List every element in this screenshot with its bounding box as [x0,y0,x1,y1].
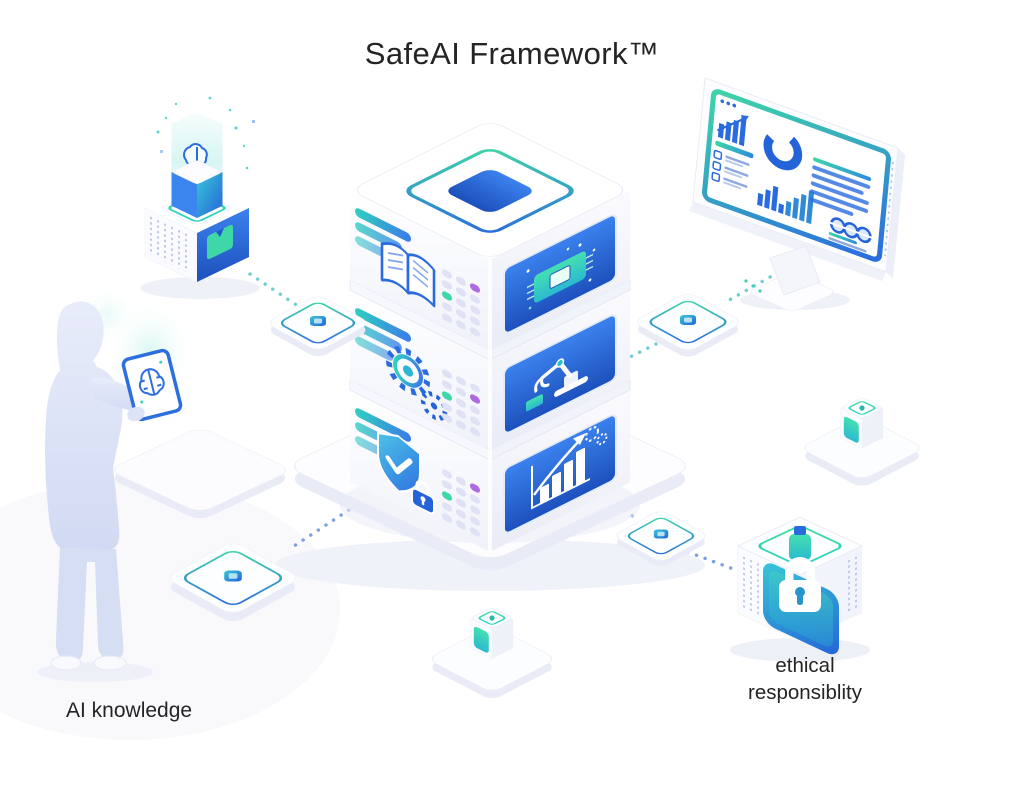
chip-tile-icon [653,529,669,539]
padlock-icon [779,526,821,612]
gear-badge-icon [828,217,872,253]
mini-cube-icon [839,396,885,450]
dotted-connector [686,550,738,572]
text-lines-icon [809,157,872,216]
tower-top-plate [356,123,624,257]
data-cube-icon [171,160,223,218]
monitor-stand [750,245,834,311]
person-figure [45,285,196,671]
analytics-monitor-node [689,77,905,311]
open-book-icon [355,208,480,338]
tablet-icon [121,348,183,422]
window-dots-icon [720,99,737,108]
dotted-connector [608,342,658,369]
ai-chip-icon [503,214,617,334]
blue-plate-icon [406,149,574,233]
shield-check-lock-icon [355,408,480,538]
knowledge-cube-node [144,96,255,283]
chip-tile-icon [224,570,242,582]
connector-tile [170,543,296,622]
dashboard-screen [702,89,891,262]
label-ethical-responsibility: ethical responsiblity [695,652,915,706]
dotted-connector [248,272,300,308]
hologram-sparkles [156,96,249,170]
chip-tile-icon [310,316,326,326]
tower-tier-2 [350,290,630,450]
ethical-line-2: responsiblity [748,681,862,704]
tower-tier-3 [350,390,630,552]
robot-arm-icon [503,314,617,434]
connector-tile [616,511,706,567]
connector-tile [637,294,739,357]
connector-tile [270,296,366,357]
person-silhouette [45,301,123,549]
label-ai-knowledge: AI knowledge [66,699,193,722]
growth-chart-icon [503,414,617,534]
page-title: SafeAI Framework™ [364,36,660,71]
mini-cube-node [431,606,553,699]
mini-cube-icon [469,606,515,660]
gears-icon [355,308,480,438]
checklist-icon [711,149,750,190]
ethical-line-1: ethical [775,654,835,677]
chip-tile-icon [680,315,696,325]
ethical-cube-node [736,516,864,655]
bar-chart-arrow-icon [716,115,749,147]
brain-icon [138,368,165,396]
chevron-panel-icon [207,224,233,260]
dotted-connector [286,498,366,552]
tower-tier-1 [350,190,630,350]
person-platform [114,429,286,519]
dotted-connector [722,266,788,305]
mini-cube-node [804,396,920,486]
framework-tower-node [349,123,631,552]
